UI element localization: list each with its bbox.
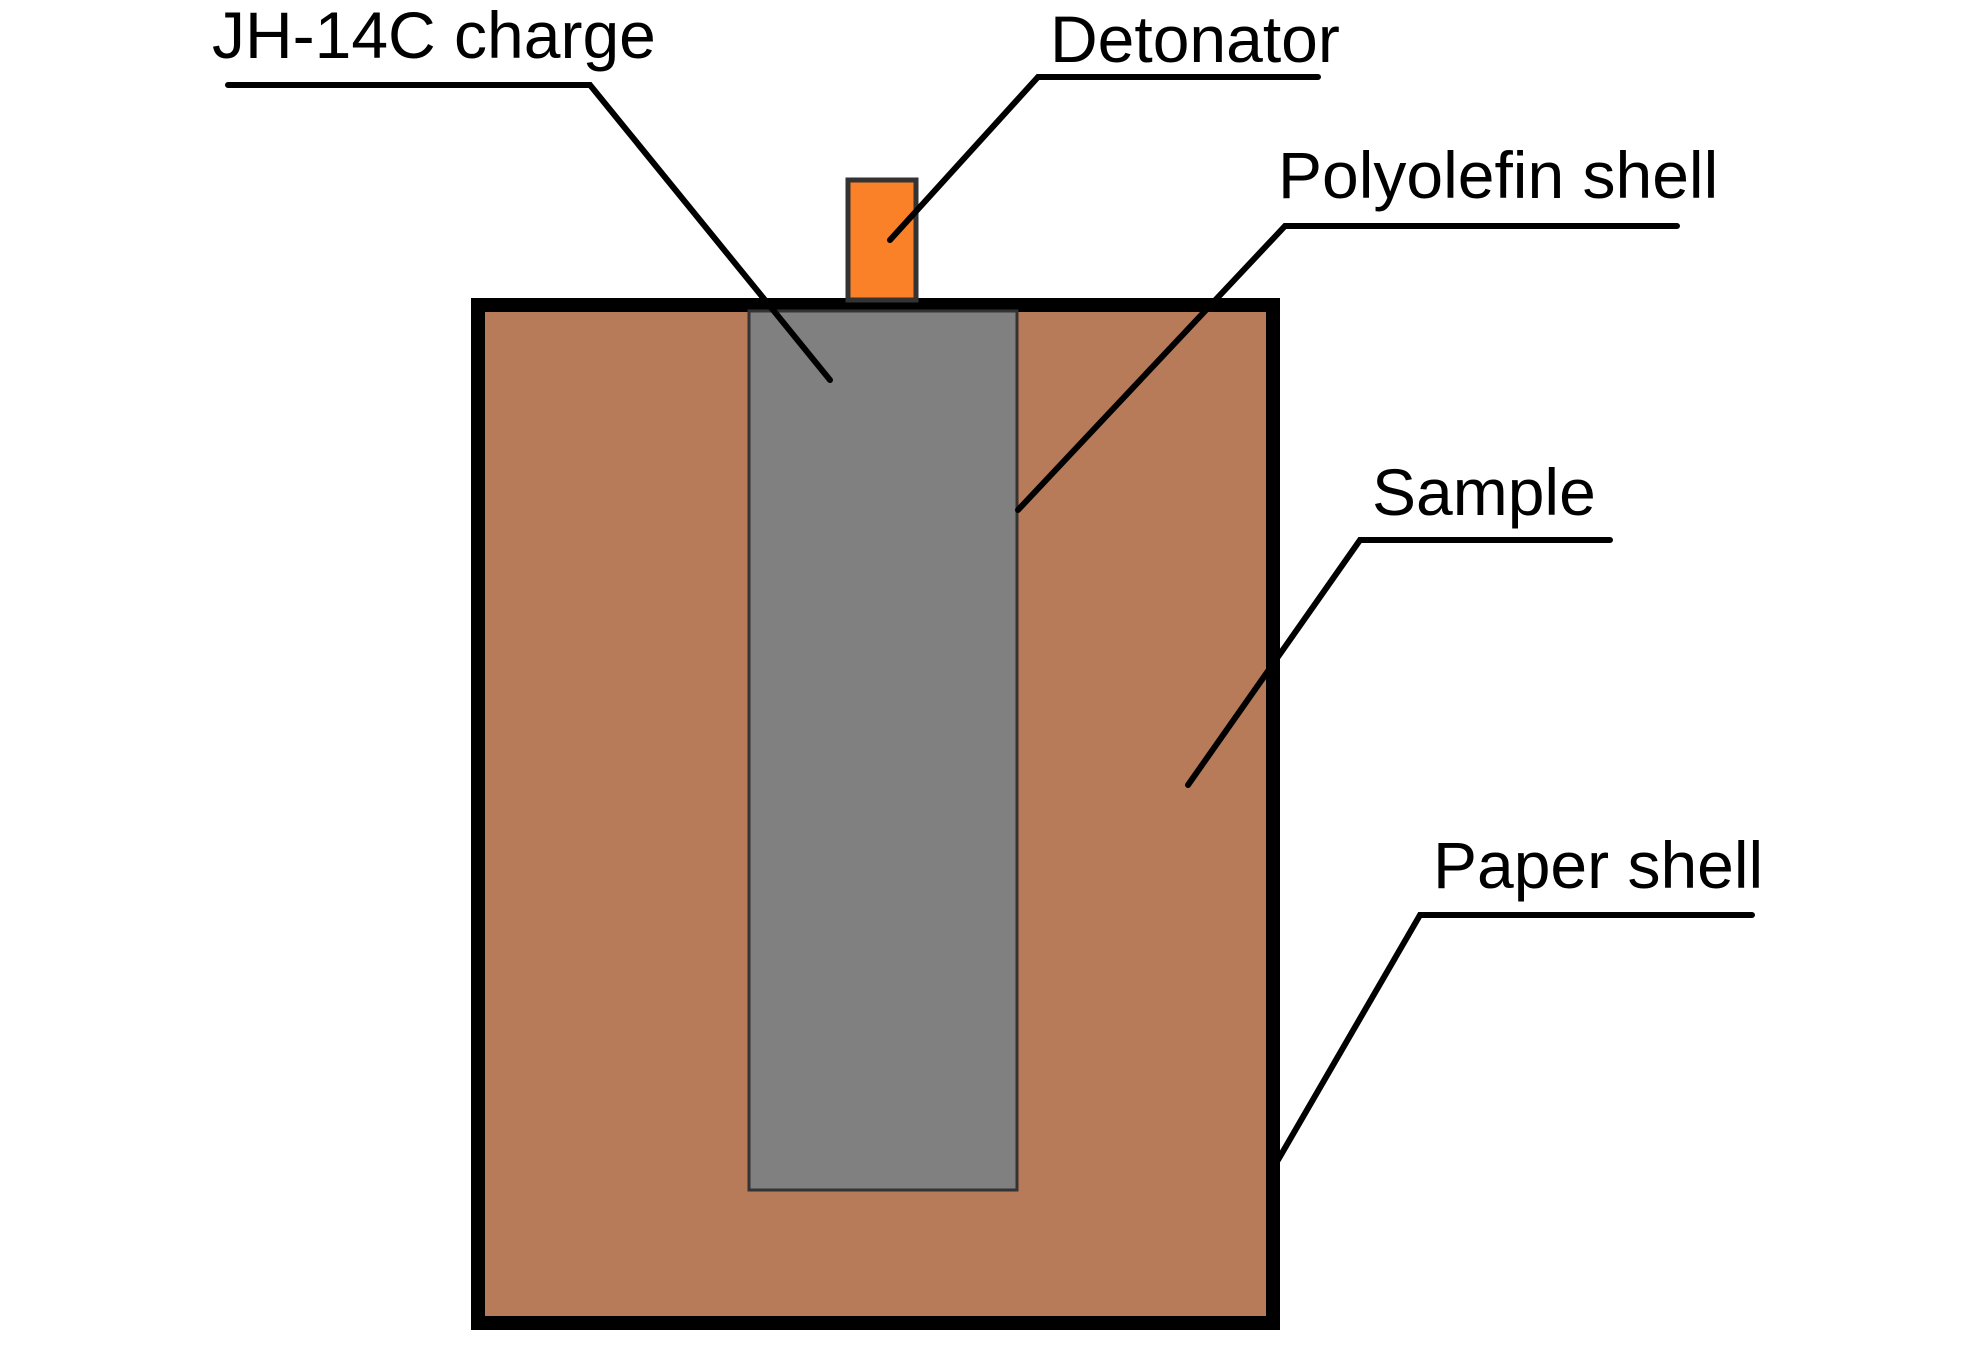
charge-leader-line [225, 82, 833, 383]
detonator-label: Detonator [1050, 2, 1340, 76]
paper-shell-leader-line [1275, 912, 1755, 1163]
charge-cylinder [747, 309, 1019, 1192]
charge-label: JH-14C charge [212, 0, 656, 72]
sample-label: Sample [1372, 455, 1596, 529]
sample-leader-line [1185, 537, 1613, 788]
polyolefin-shell-label: Polyolefin shell [1278, 138, 1718, 212]
paper-shell-label: Paper shell [1433, 828, 1763, 902]
detonator-leader-line [887, 74, 1321, 243]
detonator-block [845, 177, 919, 303]
polyolefin-shell-leader-line [1015, 223, 1680, 513]
